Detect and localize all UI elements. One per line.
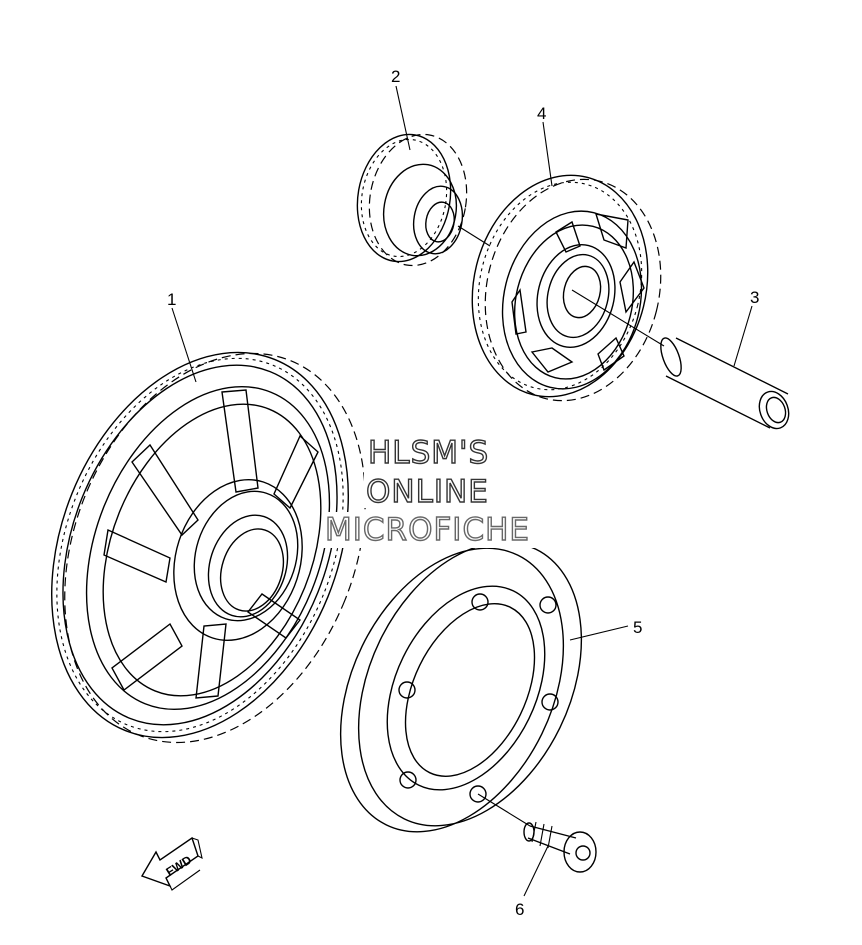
watermark: HLSM'S ONLINE MICROFICHE: [322, 432, 542, 549]
callout-3: 3: [750, 288, 759, 307]
part-4-gear-with-bearing: [471, 174, 662, 402]
leader-lines: [171, 85, 753, 897]
forward-arrow-icon: FWD: [140, 836, 203, 891]
callout-5: 5: [633, 618, 642, 637]
callout-1: 1: [167, 290, 176, 309]
part-5-clutch-outer: [339, 541, 583, 833]
part-6-bolt: [523, 821, 597, 873]
watermark-line-3: MICROFICHE: [325, 512, 530, 548]
callout-4: 4: [537, 104, 546, 123]
callout-6: 6: [515, 900, 524, 919]
watermark-line-1: HLSM'S: [368, 435, 489, 471]
fwd-label: FWD: [163, 853, 194, 880]
callout-2: 2: [391, 67, 400, 86]
part-3-shaft: [660, 337, 790, 430]
part-1-starter-wheel-gear: [51, 351, 366, 744]
part-2-idler-gear: [356, 133, 468, 267]
watermark-line-2: ONLINE: [366, 474, 489, 510]
